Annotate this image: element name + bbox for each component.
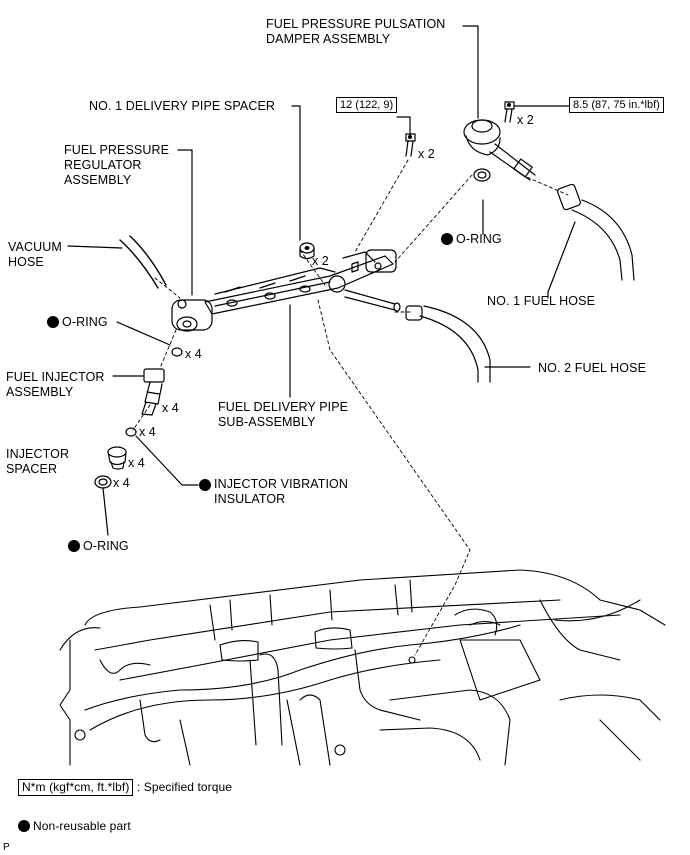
leader-pulsation-damper <box>462 25 479 119</box>
qty-pipe-bolt: x 2 <box>418 147 435 161</box>
label-vacuum-hose: VACUUM HOSE <box>8 240 62 269</box>
leader-vacuum-hose <box>67 245 123 249</box>
pulsation-damper-drawing <box>463 119 536 181</box>
label-pulsation-damper: FUEL PRESSURE PULSATION DAMPER ASSEMBLY <box>266 17 446 46</box>
label-no1-fuel-hose: NO. 1 FUEL HOSE <box>487 294 596 308</box>
label-pressure-regulator: FUEL PRESSURE REGULATOR ASSEMBLY <box>64 143 170 187</box>
corner-code: P <box>3 842 10 853</box>
legend-torque-text: : Specified torque <box>136 780 233 794</box>
qty-spacer: x 2 <box>312 254 329 268</box>
leader-insulator <box>135 435 199 486</box>
leader-pressure-regulator <box>177 149 193 296</box>
no1-fuel-hose-drawing <box>557 183 635 281</box>
non-reusable-dot-icon <box>199 479 211 491</box>
no2-fuel-hose-drawing <box>405 305 491 383</box>
non-reusable-dot-icon <box>18 820 30 832</box>
torque-spec-damper-bolt: 8.5 (87, 75 in.*lbf) <box>569 97 664 113</box>
qty-bottom-o-ring: x 4 <box>113 476 130 490</box>
label-delivery-pipe: FUEL DELIVERY PIPE SUB-ASSEMBLY <box>218 400 349 429</box>
label-injector-spacer: INJECTOR SPACER <box>6 447 70 476</box>
legend-non-reusable-text: Non-reusable part <box>33 819 131 833</box>
leader-o-ring-regulator <box>116 321 171 346</box>
legend-torque: N*m (kgf*cm, ft.*lbf) : Specified torque <box>18 779 232 796</box>
bolt-12-drawing <box>405 133 416 157</box>
label-no2-fuel-hose: NO. 2 FUEL HOSE <box>538 361 647 375</box>
engine-drawing <box>59 569 666 766</box>
vibration-insulator-text: INJECTOR VIBRATION INSULATOR <box>214 477 348 506</box>
non-reusable-dot-icon <box>441 233 453 245</box>
legend-non-reusable: Non-reusable part <box>18 819 131 834</box>
label-o-ring-regulator: O-RING <box>47 315 108 330</box>
leader-bolt-12 <box>396 116 411 136</box>
non-reusable-dot-icon <box>47 316 59 328</box>
injector-spacer-drawing <box>107 446 127 470</box>
label-fuel-injector: FUEL INJECTOR ASSEMBLY <box>6 370 105 399</box>
o-ring-bottom-text: O-RING <box>83 539 129 553</box>
qty-regulator-o-ring: x 4 <box>185 347 202 361</box>
leader-delivery-pipe-spacer <box>291 105 301 241</box>
pressure-regulator-drawing <box>171 299 213 332</box>
delivery-pipe-drawing <box>204 249 401 315</box>
leader-o-ring-bottom <box>102 487 109 536</box>
qty-injector: x 4 <box>162 401 179 415</box>
qty-injector-spacer: x 4 <box>128 456 145 470</box>
qty-damper-bolt: x 2 <box>517 113 534 127</box>
injector-drawing <box>141 368 165 416</box>
bolt-85-drawing <box>504 101 515 123</box>
label-o-ring-bottom: O-RING <box>68 539 129 554</box>
label-delivery-pipe-spacer: NO. 1 DELIVERY PIPE SPACER <box>89 99 276 113</box>
label-vibration-insulator: INJECTOR VIBRATION INSULATOR <box>199 477 348 507</box>
torque-spec-pipe-bolt: 12 (122, 9) <box>336 97 398 113</box>
non-reusable-dot-icon <box>68 540 80 552</box>
legend-torque-unit: N*m (kgf*cm, ft.*lbf) <box>18 779 134 796</box>
qty-insulator: x 4 <box>139 425 156 439</box>
leader-no1-fuel-hose <box>547 221 576 299</box>
label-o-ring-damper: O-RING <box>441 232 502 247</box>
o-ring-regulator-text: O-RING <box>62 315 108 329</box>
o-ring-damper-text: O-RING <box>456 232 502 246</box>
